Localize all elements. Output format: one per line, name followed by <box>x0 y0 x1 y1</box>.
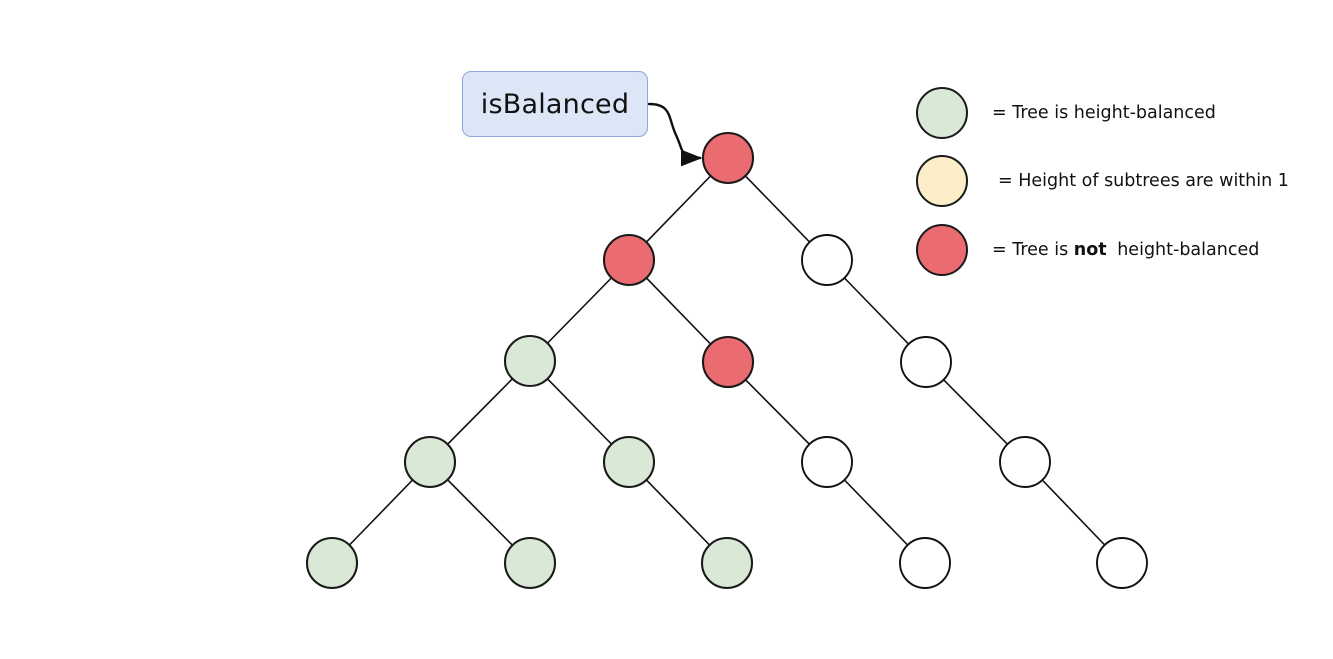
legend-label-green: = Tree is height-balanced <box>992 103 1216 123</box>
tree-node-n-lll-r[interactable] <box>503 536 557 590</box>
tree-node-n-rrr-r[interactable] <box>1096 537 1148 589</box>
tree-node-n-llr-r[interactable] <box>700 536 754 590</box>
callout-label-text: isBalanced <box>480 88 630 120</box>
tree-node-n-lll[interactable] <box>403 435 457 489</box>
legend-label-red: = Tree is not height-balanced <box>992 240 1260 260</box>
legend-row-red: = Tree is not height-balanced <box>916 221 1259 279</box>
tree-node-n-l[interactable] <box>602 233 656 287</box>
legend-emphasis-not: not <box>1073 240 1107 260</box>
callout-arrow-icon <box>647 102 703 167</box>
callout-arrow-layer <box>647 102 703 167</box>
legend-row-green: = Tree is height-balanced <box>916 84 1216 142</box>
tree-node-n-ll[interactable] <box>503 334 557 388</box>
tree-node-root[interactable] <box>701 131 755 185</box>
tree-node-n-lrr-r[interactable] <box>899 537 951 589</box>
legend-swatch-green <box>916 87 968 139</box>
legend-swatch-yellow <box>916 155 968 207</box>
legend-row-yellow: = Height of subtrees are within 1 <box>916 152 1289 210</box>
callout-label-isbalanced[interactable]: isBalanced <box>462 71 648 137</box>
tree-node-n-rr[interactable] <box>900 336 952 388</box>
tree-node-n-rrr[interactable] <box>999 436 1051 488</box>
tree-node-n-lr[interactable] <box>701 335 755 389</box>
tree-node-n-lrr[interactable] <box>801 436 853 488</box>
tree-node-n-llr[interactable] <box>602 435 656 489</box>
legend-label-yellow: = Height of subtrees are within 1 <box>998 171 1289 191</box>
tree-node-n-r[interactable] <box>801 234 853 286</box>
legend-swatch-red <box>916 224 968 276</box>
tree-node-n-lll-l[interactable] <box>305 536 359 590</box>
tree-node-layer <box>305 131 1148 590</box>
